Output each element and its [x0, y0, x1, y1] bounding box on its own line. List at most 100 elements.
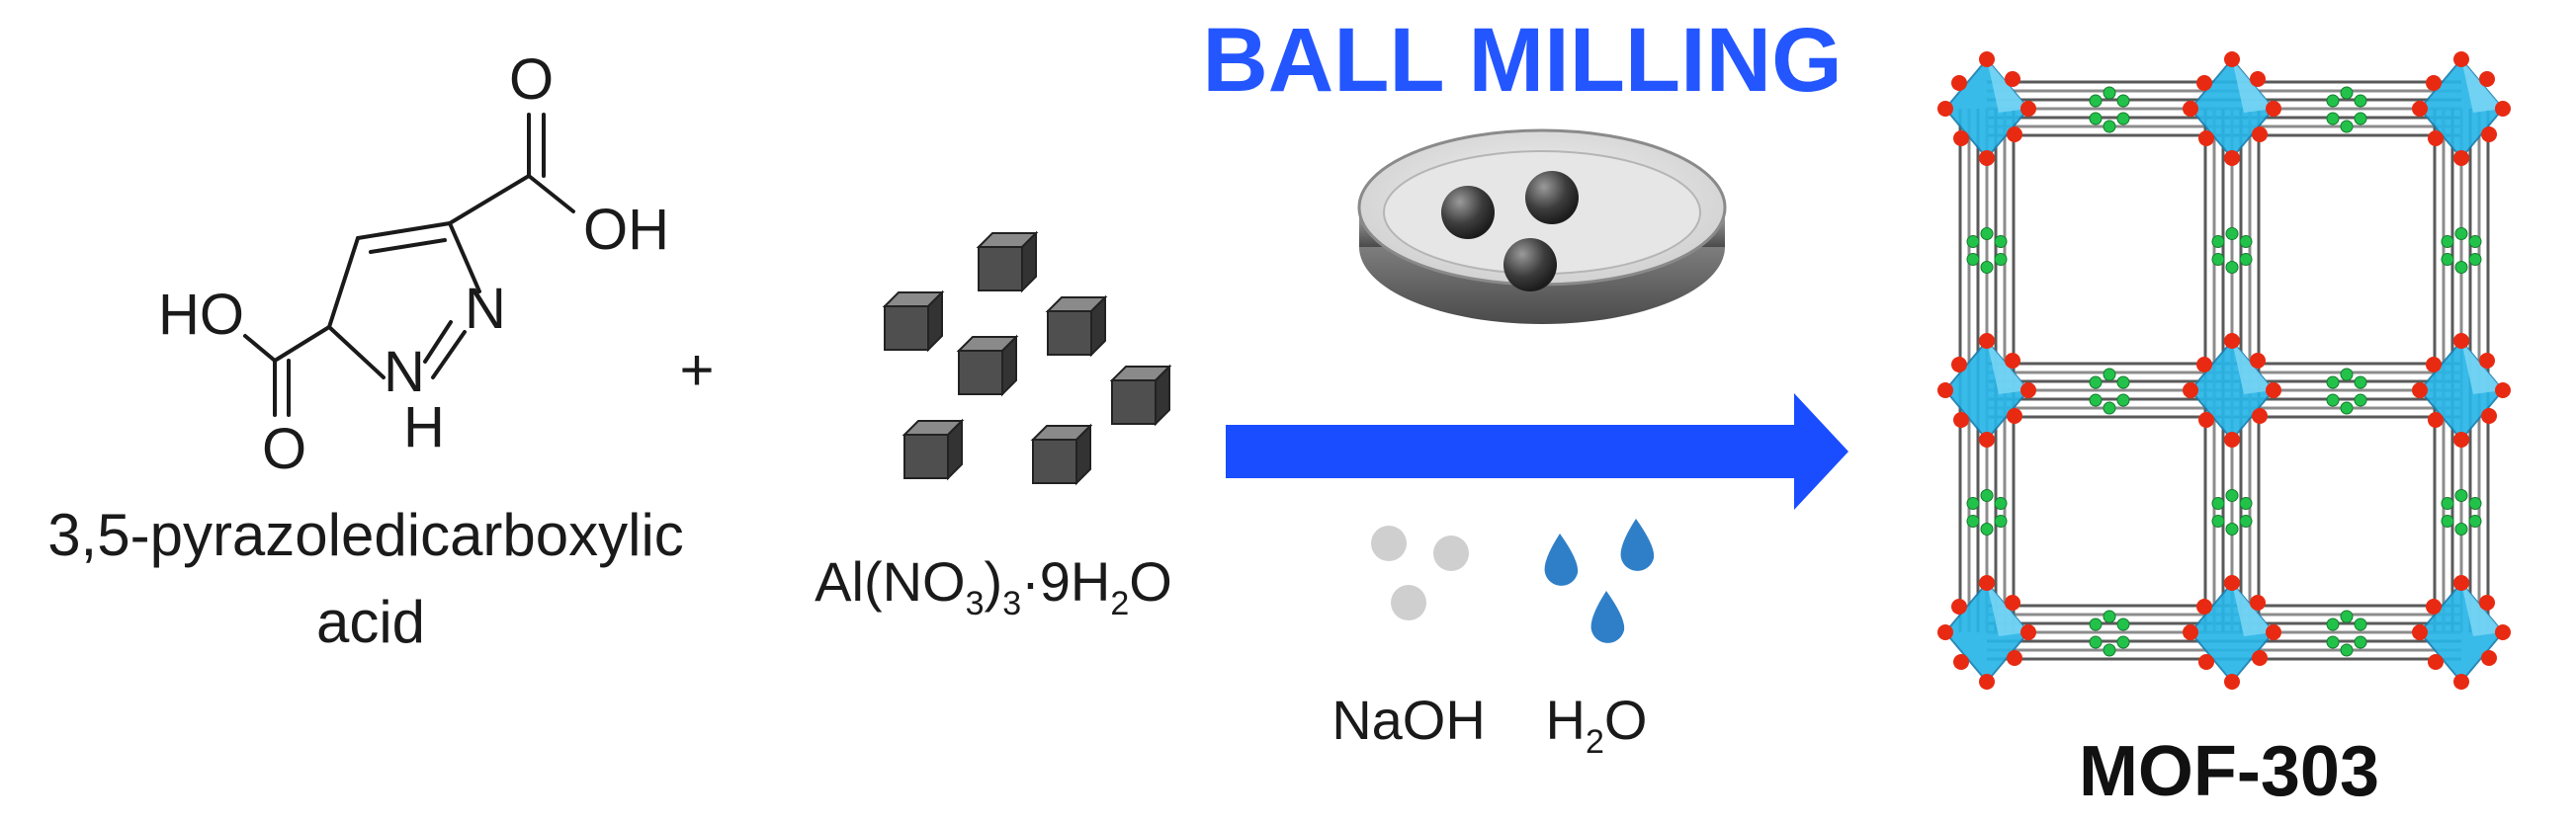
- oxygen-atom: [2495, 624, 2511, 640]
- carbon-atom: [2103, 401, 2116, 415]
- oxygen-atom: [1979, 333, 1995, 349]
- carbon-atom: [1980, 523, 1994, 536]
- oxygen-atom: [2412, 382, 2428, 398]
- carbon-atom: [1994, 253, 2008, 266]
- crystal-cube-front: [1032, 439, 1077, 484]
- oxygen-atom: [2412, 624, 2428, 640]
- carbon-atom: [1966, 497, 1980, 510]
- carbon-atom: [2225, 261, 2239, 274]
- octahedron-face: [1987, 341, 2028, 394]
- octahedron-face: [1987, 59, 2028, 113]
- oxygen-atom: [2412, 101, 2428, 117]
- carbon-atom: [2225, 523, 2239, 536]
- oxygen-atom: [2250, 353, 2266, 369]
- carbon-atom: [2116, 635, 2130, 649]
- carbon-atom: [2454, 523, 2468, 536]
- carbon-atom: [2468, 515, 2482, 528]
- oxygen-atom: [2224, 575, 2240, 591]
- carbon-atom: [2441, 253, 2454, 266]
- oxygen-atom: [2224, 150, 2240, 166]
- naoh-pellet: [1433, 536, 1469, 571]
- carbon-atom: [2354, 393, 2367, 407]
- oxygen-atom: [2224, 333, 2240, 349]
- crystal-cube-side: [927, 289, 943, 353]
- carbon-atom: [2340, 120, 2354, 133]
- carbon-atom: [2340, 86, 2354, 100]
- reactant1-name-line1: 3,5-pyrazoledicarboxylic: [47, 502, 684, 568]
- oxygen-atom: [1937, 101, 1953, 117]
- carbon-atom: [2239, 235, 2253, 248]
- oxygen-atom: [2007, 650, 2022, 666]
- carbon-atom: [2340, 643, 2354, 657]
- oxygen-atom: [2224, 51, 2240, 67]
- ring-bond: [327, 325, 386, 379]
- ring-bond: [431, 330, 467, 379]
- carbon-atom: [2211, 253, 2225, 266]
- oxygen-atom: [2183, 382, 2198, 398]
- oxygen-atom: [2428, 654, 2444, 670]
- carbon-atom: [2354, 618, 2367, 631]
- carbon-atom: [1966, 253, 1980, 266]
- carbon-atom: [2225, 227, 2239, 240]
- ring-bond: [356, 221, 452, 240]
- oxygen-atom: [2479, 71, 2495, 87]
- crystal-cube-front: [1047, 310, 1092, 356]
- crystal-cube-side: [1001, 334, 1017, 397]
- oxygen-atom: [2007, 408, 2022, 424]
- hydroxyl-bond: [527, 174, 575, 213]
- milling-ball: [1525, 171, 1579, 224]
- crystal-cube-side: [947, 418, 963, 481]
- octahedron-face: [1987, 583, 2028, 636]
- naoh-label: NaOH: [1331, 689, 1486, 751]
- atom-o-top: O: [509, 47, 554, 112]
- water-drop: [1590, 591, 1625, 643]
- oxygen-atom: [2198, 130, 2214, 146]
- oxygen-atom: [2196, 357, 2212, 372]
- aluminium-nitrate-crystals: [882, 230, 1172, 486]
- carbon-atom: [1966, 515, 1980, 528]
- carbon-atom: [2326, 618, 2340, 631]
- oxygen-atom: [2266, 101, 2281, 117]
- oxygen-atom: [2252, 126, 2268, 142]
- carbon-atom: [2454, 227, 2468, 240]
- formula-part: ·9H: [1021, 550, 1110, 613]
- carbon-atom: [2354, 375, 2367, 389]
- carbon-atom: [2326, 635, 2340, 649]
- carbon-atom: [2225, 489, 2239, 502]
- naoh-pellets-icon: [1371, 526, 1469, 620]
- oxygen-atom: [1937, 382, 1953, 398]
- arrow-shaft: [1226, 425, 1799, 478]
- oxygen-atom: [2453, 432, 2469, 448]
- carbon-atom: [2089, 375, 2103, 389]
- formula-subscript: 2: [1110, 585, 1129, 622]
- reactant1-name-line2: acid: [316, 589, 425, 655]
- oxygen-atom: [2183, 624, 2198, 640]
- crystal-cube-front: [884, 305, 929, 351]
- carbon-atom: [1980, 227, 1994, 240]
- oxygen-atom: [2426, 357, 2442, 372]
- oxygen-atom: [1937, 624, 1953, 640]
- carbon-atom: [2239, 253, 2253, 266]
- carbon-atom: [2326, 94, 2340, 108]
- oxygen-atom: [2196, 75, 2212, 91]
- water-label: H2O: [1546, 689, 1648, 761]
- carbon-atom: [2089, 112, 2103, 125]
- oxygen-atom: [2479, 595, 2495, 611]
- oxygen-atom: [2481, 408, 2497, 424]
- oxygen-atom: [2426, 599, 2442, 615]
- oxygen-atom: [2224, 432, 2240, 448]
- oxygen-atom: [2481, 650, 2497, 666]
- oxygen-atom: [1979, 150, 1995, 166]
- carbon-atom: [2116, 618, 2130, 631]
- water-subscript: 2: [1586, 723, 1604, 761]
- crystal-cube-side: [1155, 364, 1170, 427]
- oxygen-atom: [2453, 333, 2469, 349]
- oxygen-atom: [1953, 412, 1969, 428]
- carboxyl-bond: [273, 325, 331, 363]
- oxygen-atom: [2020, 624, 2036, 640]
- formula-subscript: 3: [966, 585, 985, 622]
- ring-bond: [448, 221, 481, 293]
- octahedron-face: [2461, 341, 2503, 394]
- carbon-atom: [2103, 610, 2116, 623]
